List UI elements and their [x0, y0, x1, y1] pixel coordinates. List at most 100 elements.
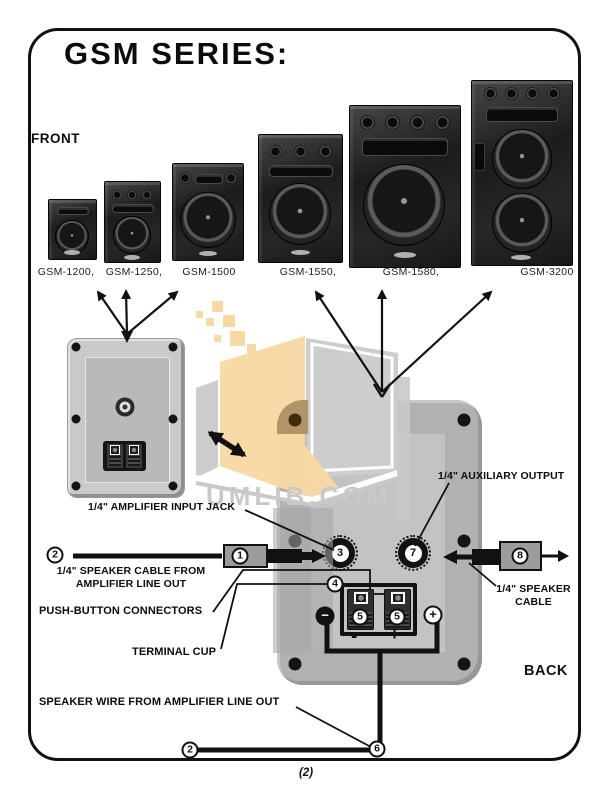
marker-3: 3 — [331, 544, 349, 562]
label-speaker-wire: SPEAKER WIRE FROM AMPLIFIER LINE OUT — [39, 696, 280, 708]
negative-badge: − — [315, 606, 335, 626]
model-label: GSM-1580, — [382, 266, 440, 278]
push-button-connector — [107, 444, 123, 468]
horn-port — [486, 107, 558, 122]
page-title: GSM SERIES: — [64, 36, 290, 71]
back-section-label: BACK — [524, 663, 568, 679]
brand-logo — [199, 251, 217, 256]
bass-port — [547, 87, 560, 100]
label-amp-input-jack: 1/4" AMPLIFIER INPUT JACK — [88, 501, 236, 513]
bass-port — [127, 190, 137, 200]
back-panel — [277, 400, 482, 685]
screw — [288, 413, 302, 427]
bass-port — [435, 115, 450, 130]
speaker-gsm-3200 — [471, 80, 573, 266]
bass-port — [319, 145, 332, 158]
bass-port — [269, 145, 282, 158]
marker-1: 1 — [231, 547, 249, 565]
bass-port — [385, 115, 400, 130]
screw — [457, 657, 471, 671]
side-handle — [474, 143, 485, 171]
auxiliary-output-jack: 7 — [395, 535, 431, 571]
bass-port — [410, 115, 425, 130]
woofer — [55, 220, 89, 254]
brand-logo — [291, 250, 310, 255]
model-label: GSM-1550, — [279, 266, 337, 278]
screw — [71, 414, 81, 424]
speaker-gsm-1500 — [172, 163, 244, 261]
plate-input-jack — [115, 397, 135, 417]
brand-logo — [124, 255, 140, 260]
marker-2: 2 — [46, 546, 64, 564]
marker-8: 8 — [511, 547, 529, 565]
speaker-gsm-1200 — [48, 199, 97, 260]
bass-port — [179, 172, 191, 184]
screw — [71, 481, 81, 491]
marker-4: 4 — [326, 575, 344, 593]
model-label: GSM-1200, — [37, 266, 95, 278]
bass-port — [526, 87, 539, 100]
screw — [168, 481, 178, 491]
marker-6: 6 — [368, 740, 386, 758]
bass-port — [360, 115, 375, 130]
label-speaker-cable: 1/4" SPEAKER CABLE — [481, 583, 586, 608]
page-border — [28, 28, 581, 761]
model-label: GSM-1250, — [105, 266, 163, 278]
bass-port — [484, 87, 497, 100]
label-line: CABLE — [515, 595, 552, 608]
speaker-gsm-1580 — [349, 105, 461, 268]
woofer — [363, 164, 445, 246]
bass-port — [112, 190, 122, 200]
marker-5: 5 — [388, 608, 406, 626]
speaker-gsm-1250 — [104, 181, 161, 263]
push-button-connector — [126, 444, 142, 468]
cable-plug-connector — [499, 541, 542, 571]
plug-tip — [301, 552, 313, 560]
connection-plate — [67, 338, 185, 498]
woofer — [113, 216, 151, 254]
label-aux-output: 1/4" AUXILIARY OUTPUT — [438, 470, 565, 482]
screw — [457, 534, 471, 548]
horn-port — [112, 204, 154, 213]
woofer — [492, 129, 552, 189]
label-terminal-cup: TERMINAL CUP — [132, 646, 217, 658]
screw — [168, 414, 178, 424]
screw — [457, 413, 471, 427]
bass-port — [225, 172, 237, 184]
amplifier-input-jack: 3 — [322, 535, 358, 571]
label-line: AMPLIFIER LINE OUT — [75, 577, 187, 590]
label-cable-from-amp: 1/4" SPEAKER CABLE FROM AMPLIFIER LINE O… — [47, 565, 215, 590]
front-section-label: FRONT — [31, 131, 80, 146]
horn-port — [362, 138, 448, 156]
brand-logo — [394, 252, 416, 258]
horn-port — [269, 165, 333, 177]
woofer — [180, 192, 236, 248]
label-line: 1/4" SPEAKER — [496, 583, 571, 595]
positive-badge: + — [423, 605, 443, 625]
marker-2: 2 — [181, 741, 199, 759]
brand-logo — [64, 250, 80, 255]
marker-7: 7 — [404, 544, 422, 562]
label-line: 1/4" SPEAKER CABLE FROM — [56, 565, 206, 577]
speaker-gsm-1550 — [258, 134, 343, 263]
plug-body — [472, 549, 500, 565]
page-number: (2) — [298, 767, 314, 779]
label-push-button-connectors: PUSH-BUTTON CONNECTORS — [39, 605, 203, 617]
horn-port — [57, 207, 89, 215]
screw — [288, 657, 302, 671]
plate-terminal-cup — [103, 441, 146, 471]
woofer — [492, 193, 552, 253]
screw — [71, 342, 81, 352]
positive-sign: + — [389, 624, 401, 645]
woofer — [269, 183, 331, 245]
negative-sign: - — [351, 626, 358, 647]
plug-body — [268, 549, 302, 563]
bass-port — [142, 190, 152, 200]
bass-port — [505, 87, 518, 100]
model-label: GSM-3200 — [520, 266, 574, 278]
bass-port — [294, 145, 307, 158]
horn-port — [195, 174, 223, 184]
model-label: GSM-1500 — [182, 266, 236, 278]
marker-5: 5 — [351, 608, 369, 626]
